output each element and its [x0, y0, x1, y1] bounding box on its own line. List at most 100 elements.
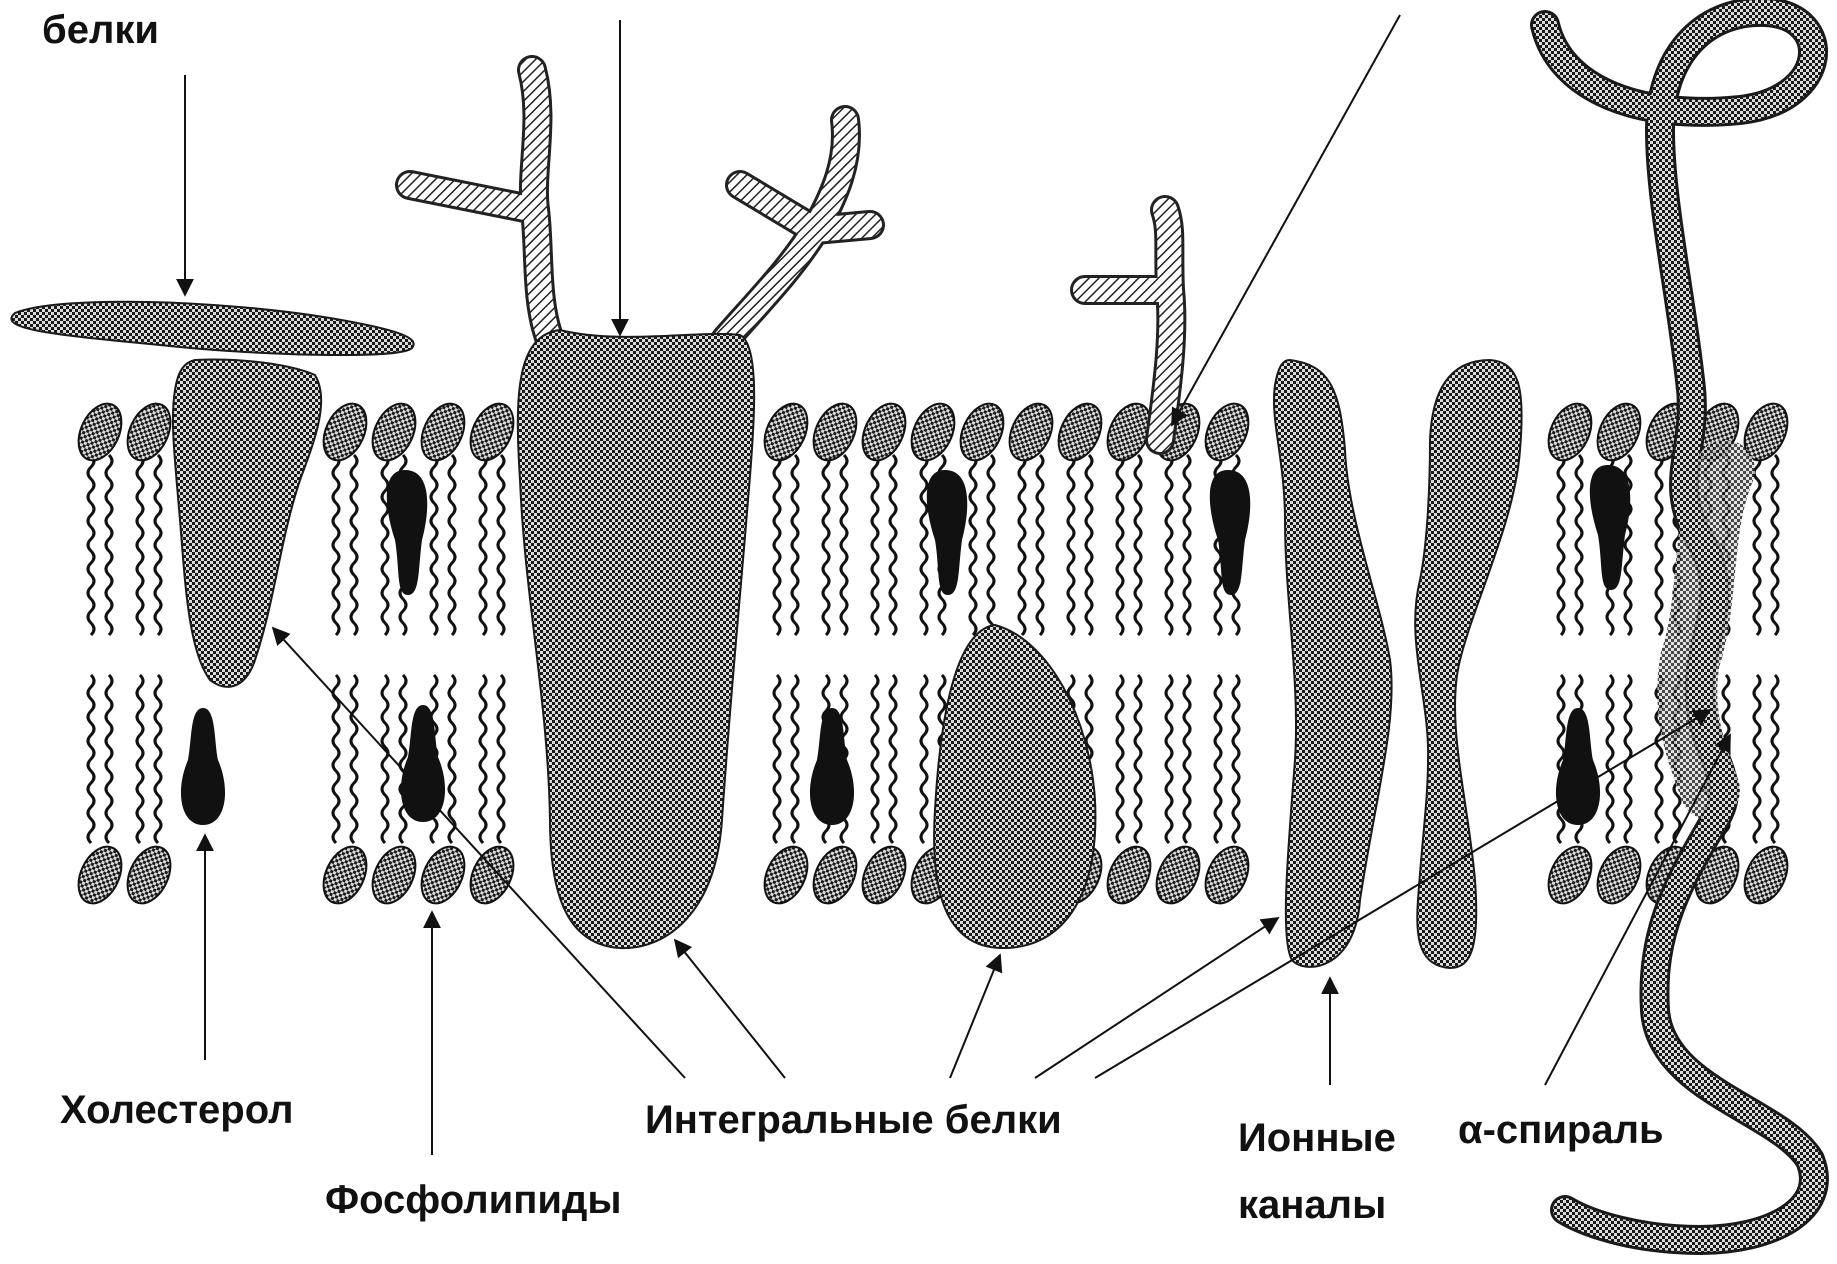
fatty-acid-tail [988, 455, 994, 635]
phospholipid-head [1540, 397, 1600, 467]
fatty-acid-tail [1576, 455, 1582, 635]
fatty-acid-tail [498, 455, 504, 635]
fatty-acid-tail [1019, 455, 1025, 635]
label-integral-proteins: Интегральные белки [645, 1100, 1062, 1140]
label-ion-channels-line2: каналы [1238, 1185, 1386, 1225]
phospholipid-head [1540, 840, 1600, 910]
phospholipid-head [364, 840, 424, 910]
alpha-helix-protein [1545, 12, 1814, 1240]
phospholipid-head [413, 840, 473, 910]
fatty-acid-tail [1184, 455, 1190, 635]
fatty-acid-tail [400, 675, 406, 843]
fatty-acid-tail [1772, 675, 1778, 843]
phospholipid-head [1589, 397, 1649, 467]
phospholipid-head [756, 397, 816, 467]
fatty-acid-tail [1117, 455, 1123, 635]
phospholipid-head [70, 397, 130, 467]
fatty-acid-tail [1754, 455, 1760, 635]
integral-protein-large-glycoprotein [518, 330, 754, 948]
fatty-acid-tail [1135, 455, 1141, 635]
fatty-acid-tail [1117, 675, 1123, 843]
phospholipid-head [70, 840, 130, 910]
phospholipid-head [805, 397, 865, 467]
label-phospholipids: Фосфолипиды [325, 1180, 622, 1220]
fatty-acid-tail [155, 675, 161, 843]
fatty-acid-tail [1135, 675, 1141, 843]
phospholipid-head [1736, 840, 1796, 910]
fatty-acid-tail [872, 455, 878, 635]
fatty-acid-tail [1086, 455, 1092, 635]
fatty-acid-tail [1166, 455, 1172, 635]
fatty-acid-tail [921, 455, 927, 635]
phospholipid-head [413, 397, 473, 467]
fatty-acid-tail [382, 675, 388, 843]
fatty-acid-tail [1184, 675, 1190, 843]
fatty-acid-tail [774, 455, 780, 635]
fatty-acid-tail [1558, 455, 1564, 635]
ion-channel-left-subunit [1274, 360, 1392, 967]
fatty-acid-tail [106, 675, 112, 843]
phospholipid-head [315, 840, 375, 910]
phospholipid-head [1589, 840, 1649, 910]
fatty-acid-tail [792, 675, 798, 843]
fatty-acid-tail [890, 455, 896, 635]
phospholipid-head [315, 397, 375, 467]
fatty-acid-tail [480, 455, 486, 635]
fatty-acid-tail [921, 675, 927, 843]
label-alpha-helix: α-спираль [1458, 1110, 1664, 1150]
fatty-acid-tail [1068, 455, 1074, 635]
peripheral-protein [11, 302, 413, 355]
fatty-acid-tail [774, 675, 780, 843]
fatty-acid-tail [351, 455, 357, 635]
fatty-acid-tail [333, 455, 339, 635]
label-ion-channels-line1: Ионные [1238, 1118, 1396, 1158]
phospholipid-head [1099, 840, 1159, 910]
fatty-acid-tail [351, 675, 357, 843]
fatty-acid-tail [137, 675, 143, 843]
phospholipid-head [119, 840, 179, 910]
fatty-acid-tail [792, 455, 798, 635]
phospholipid-head [1197, 397, 1257, 467]
phospholipid-head [854, 397, 914, 467]
cholesterol-lower-1 [181, 708, 225, 825]
cholesterol-molecules [181, 465, 1630, 825]
fatty-acid-tail [1233, 675, 1239, 843]
fatty-acid-tail [449, 455, 455, 635]
phospholipid-head [1001, 397, 1061, 467]
phospholipid-head [462, 840, 522, 910]
fatty-acid-tail [382, 455, 388, 635]
integral-protein-cholesterol-side [173, 360, 321, 687]
fatty-acid-tail [1215, 675, 1221, 843]
lower-layer-fatty-acid-tails [88, 675, 1778, 843]
fatty-acid-tail [1166, 675, 1172, 843]
fatty-acid-tail [106, 455, 112, 635]
fatty-acid-tail [88, 675, 94, 843]
fatty-acid-tail [137, 455, 143, 635]
fatty-acid-tail [1772, 455, 1778, 635]
fatty-acid-tail [890, 675, 896, 843]
phospholipid-head [119, 397, 179, 467]
fatty-acid-tail [1656, 455, 1662, 635]
fatty-acid-tail [841, 455, 847, 635]
phospholipid-head [462, 397, 522, 467]
fatty-acid-tail [872, 675, 878, 843]
fatty-acid-tail [155, 455, 161, 635]
fatty-acid-tail [480, 675, 486, 843]
fatty-acid-tail [431, 455, 437, 635]
fatty-acid-tail [1607, 675, 1613, 843]
phospholipid-head [1050, 397, 1110, 467]
fatty-acid-tail [970, 455, 976, 635]
phospholipid-head [756, 840, 816, 910]
label-cholesterol: Холестерол [60, 1090, 294, 1130]
fatty-acid-tail [1754, 675, 1760, 843]
fatty-acid-tail [1037, 455, 1043, 635]
phospholipid-head [805, 840, 865, 910]
integral-protein-inner-leaflet [934, 625, 1095, 948]
lower-layer-phospholipid-heads [70, 840, 1796, 910]
phospholipid-head [952, 397, 1012, 467]
fatty-acid-tail [823, 455, 829, 635]
cholesterol-upper-1 [387, 470, 427, 595]
fatty-acid-tail [449, 675, 455, 843]
phospholipid-head [854, 840, 914, 910]
